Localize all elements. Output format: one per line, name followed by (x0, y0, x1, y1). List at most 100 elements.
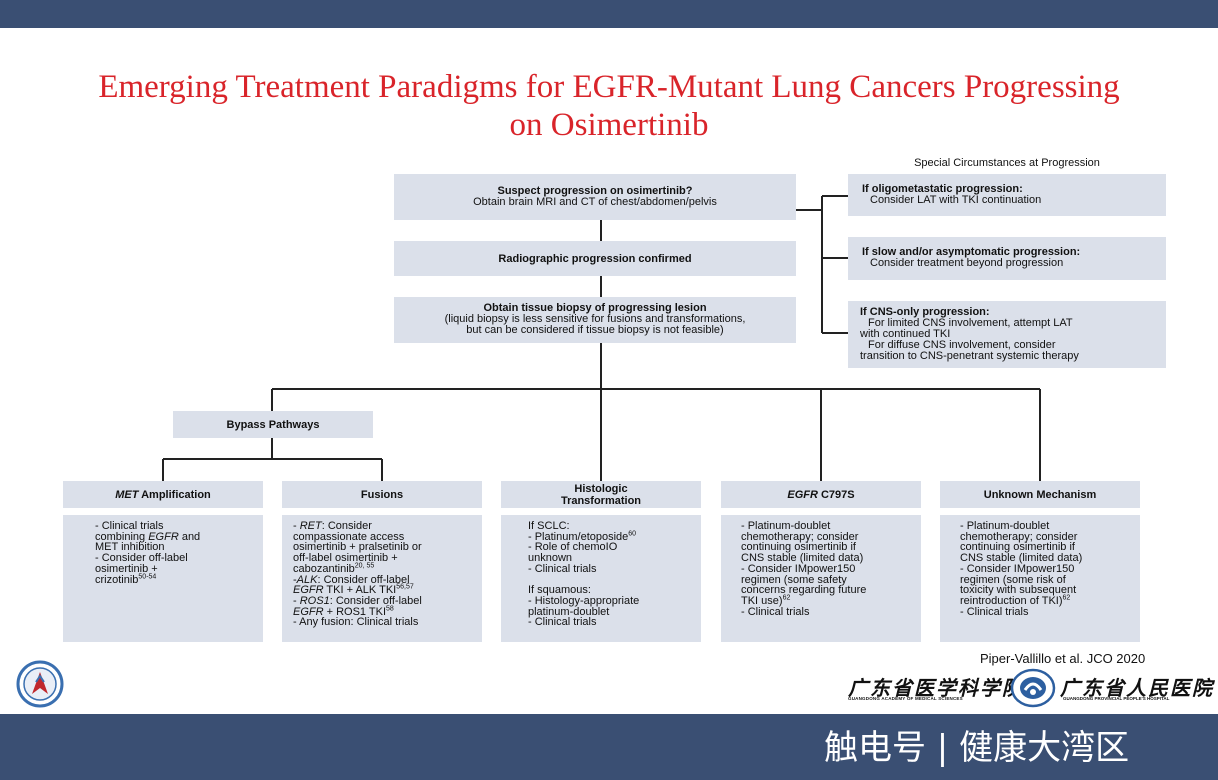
title-line-1: Emerging Treatment Paradigms for EGFR-Mu… (98, 69, 1120, 105)
met-line: crizotinib (95, 573, 139, 586)
unknown-header-text: Unknown Mechanism (983, 488, 1097, 501)
top-banner (0, 0, 1218, 28)
unknown-line: reintroduction of TKI) (960, 594, 1063, 607)
met-reference: 50-54 (138, 572, 157, 580)
unknown-mechanism-header: Unknown Mechanism (940, 481, 1140, 508)
histologic-transformation-header: Histologic Transformation (501, 481, 701, 508)
fusions-line: - (293, 594, 300, 607)
unknown-line: CNS stable (limited data) (960, 552, 1083, 565)
fusions-header-text: Fusions (360, 488, 404, 501)
unknown-line: chemotherapy; consider (960, 530, 1078, 543)
met-line-italic: EGFR (148, 530, 179, 543)
academy-name-cn: 广东省医学科学院 (848, 676, 1024, 700)
fusions-reference: 56,57 (396, 583, 414, 591)
unknown-line: - Consider IMpower150 (960, 562, 1075, 575)
histologic-line: - Platinum/etoposide (528, 530, 629, 543)
egfr-c797s-header: EGFR C797S (721, 481, 921, 508)
fusions-line: osimertinib + pralsetinib or (293, 541, 422, 554)
c797s-line: chemotherapy; consider (741, 530, 859, 543)
fusions-line-italic: ROS1 (299, 594, 330, 607)
fusions-line-italic: EGFR (293, 605, 324, 618)
slow-progression-title: If slow and/or asymptomatic progression: (862, 246, 1081, 258)
tissue-biopsy-note-2: but can be considered if tissue biopsy i… (466, 324, 724, 336)
fusions-line: + ROS1 TKI (323, 605, 387, 618)
c797s-header-italic: EGFR (787, 488, 818, 501)
c797s-line: regimen (some safety (741, 573, 847, 586)
unknown-line: continuing osimertinib if (960, 541, 1075, 554)
histologic-line: If squamous: (528, 584, 591, 597)
fusions-line: - (293, 520, 300, 532)
fusions-line: : Consider off-label (329, 594, 422, 607)
cns-progression-line-3: For diffuse CNS involvement, consider (868, 339, 1056, 351)
fusions-reference: 58 (386, 604, 394, 612)
met-line: - Clinical trials (95, 520, 164, 532)
unknown-line: regimen (some risk of (960, 573, 1066, 586)
slow-progression-box: If slow and/or asymptomatic progression:… (848, 237, 1166, 280)
histologic-line: unknown (528, 552, 573, 565)
unknown-line: - Platinum-doublet (960, 520, 1050, 532)
suspect-progression-box: Suspect progression on osimertinib? Obta… (394, 174, 796, 220)
c797s-line: TKI use) (741, 594, 783, 607)
oligometastatic-title: If oligometastatic progression: (862, 183, 1023, 195)
hospital-name-en: GUANGDONG PROVINCIAL PEOPLE'S HOSPITAL (1063, 696, 1170, 701)
c797s-line: - Consider IMpower150 (741, 562, 856, 575)
radiographic-progression-box: Radiographic progression confirmed (394, 241, 796, 276)
citation: Piper-Vallillo et al. JCO 2020 (980, 651, 1146, 666)
histologic-line: - Role of chemoIO (528, 541, 618, 554)
histologic-line: - Histology-appropriate (528, 594, 640, 607)
c797s-reference: 62 (782, 594, 791, 602)
fusions-line: cabozantinib (293, 562, 355, 575)
cns-progression-line-2: with continued TKI (860, 328, 951, 340)
tissue-biopsy-title: Obtain tissue biopsy of progressing lesi… (483, 302, 707, 314)
fusions-line: : Consider (321, 520, 372, 532)
histologic-header-line-2: Transformation (560, 494, 642, 507)
oligometastatic-box: If oligometastatic progression: Consider… (848, 174, 1166, 216)
unknown-line: - Clinical trials (960, 605, 1029, 618)
suspect-progression-title: Suspect progression on osimertinib? (497, 185, 693, 197)
met-line: - Consider off-label (95, 552, 188, 565)
met-line: and (178, 530, 201, 543)
fusions-line: : Consider off-label (317, 573, 410, 586)
met-amplification-header: MET Amplification (63, 481, 263, 508)
suspect-progression-text: Obtain brain MRI and CT of chest/abdomen… (473, 196, 717, 208)
radiographic-progression-title: Radiographic progression confirmed (498, 252, 692, 265)
tissue-biopsy-box: Obtain tissue biopsy of progressing lesi… (394, 297, 796, 343)
bypass-pathways-title: Bypass Pathways (226, 418, 320, 431)
histologic-transformation-body: If SCLC: - Platinum/etoposide60 - Role o… (501, 515, 701, 642)
slide-title: Emerging Treatment Paradigms for EGFR-Mu… (0, 68, 1218, 144)
fusions-line: - (293, 573, 297, 586)
cns-progression-line-1: For limited CNS involvement, attempt LAT (868, 317, 1073, 329)
c797s-line: - Clinical trials (741, 605, 810, 618)
egfr-c797s-body: - Platinum-doublet chemotherapy; conside… (721, 515, 921, 642)
fusions-body: - RET: Consider compassionate access osi… (282, 515, 482, 642)
fusions-line: off-label osimertinib + (293, 552, 398, 565)
cns-progression-title: If CNS-only progression: (860, 306, 990, 318)
special-circumstances-heading: Special Circumstances at Progression (914, 157, 1100, 169)
met-amplification-body: - Clinical trials combining EGFR and MET… (63, 515, 263, 642)
fusions-reference: 20, 55 (354, 562, 375, 570)
academy-name-en: GUANGDONG ACADEMY OF MEDICAL SCIENCES (848, 696, 963, 701)
histologic-line: - Clinical trials (528, 616, 597, 629)
c797s-line: - Platinum-doublet (741, 520, 831, 532)
unknown-line: toxicity with subsequent (960, 584, 1077, 597)
histologic-line: If SCLC: (528, 520, 570, 532)
histologic-header-line-1: Histologic (574, 482, 628, 495)
oligometastatic-text: Consider LAT with TKI continuation (870, 194, 1042, 206)
watermark-text: 触电号 | 健康大湾区 (824, 728, 1130, 768)
met-line: combining (95, 530, 149, 543)
bottom-banner (0, 714, 1218, 780)
cns-progression-line-4: transition to CNS-penetrant systemic the… (860, 350, 1079, 362)
provincial-hospital-logo-icon (1010, 668, 1056, 708)
c797s-line: concerns regarding future (741, 584, 867, 597)
c797s-line: continuing osimertinib if (741, 541, 856, 554)
hospital-emblem-icon (16, 660, 64, 708)
fusions-line: compassionate access (293, 530, 405, 543)
fusions-line-italic: RET (299, 520, 322, 532)
fusions-line: TKI + ALK TKI (323, 584, 397, 597)
bypass-pathways-box: Bypass Pathways (173, 411, 373, 438)
unknown-reference: 62 (1062, 594, 1071, 602)
histologic-line: - Clinical trials (528, 562, 597, 575)
met-line: MET inhibition (95, 541, 165, 554)
c797s-header-rest: C797S (817, 488, 855, 501)
